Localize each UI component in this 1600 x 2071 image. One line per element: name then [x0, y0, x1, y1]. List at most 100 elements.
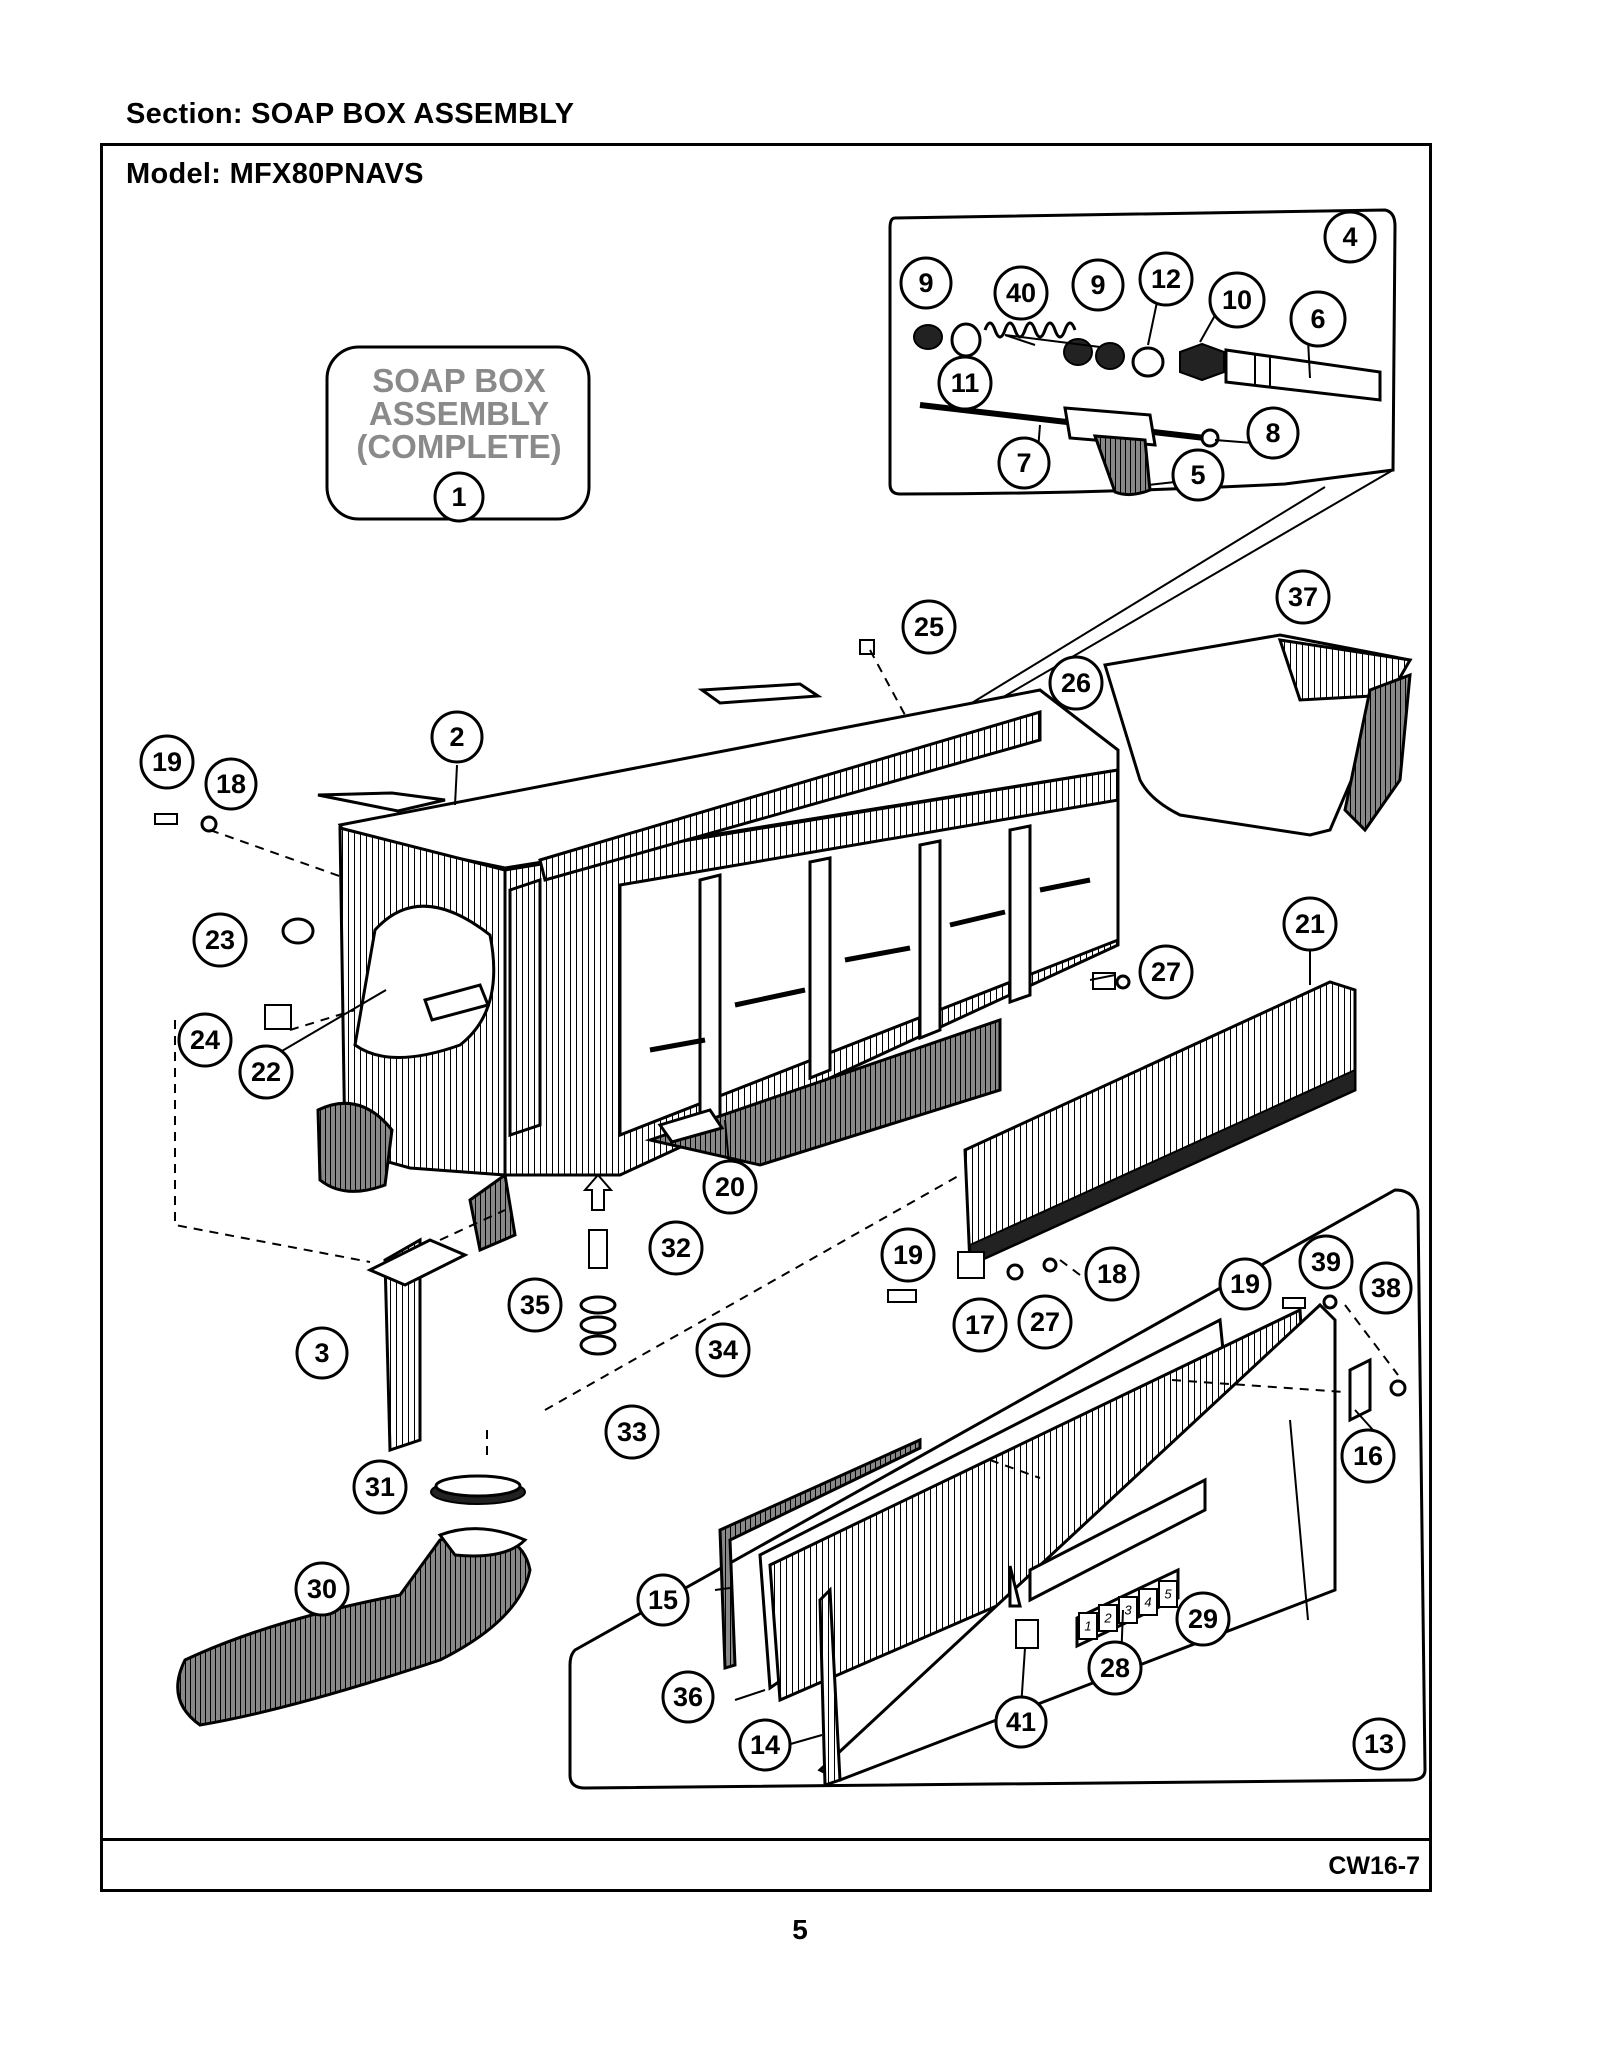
callout-38: 38 [1359, 1261, 1413, 1315]
callout-38-label: 38 [1371, 1273, 1401, 1303]
callout-29-label: 29 [1188, 1604, 1218, 1634]
callout-11: 11 [937, 355, 993, 411]
callout-20-label: 20 [715, 1172, 745, 1202]
callout-9b-label: 9 [1090, 270, 1105, 300]
callout-15: 15 [636, 1573, 690, 1627]
callout-16: 16 [1340, 1428, 1396, 1484]
callout-27a-label: 27 [1151, 957, 1181, 987]
callout-9a-label: 9 [918, 268, 933, 298]
complete-label-line-1: SOAP BOX [372, 362, 546, 399]
page-number: 5 [792, 1914, 808, 1945]
keypad-key-1: 1 [1084, 1619, 1091, 1634]
soap-box-housing [317, 682, 1120, 1177]
callout-18a-label: 18 [216, 769, 246, 799]
callout-34-label: 34 [708, 1335, 738, 1365]
callout-10: 10 [1208, 271, 1266, 329]
callout-35: 35 [507, 1277, 563, 1333]
front-trim-panel [963, 980, 1357, 1268]
callout-4-label: 4 [1342, 222, 1357, 252]
callout-8-label: 8 [1265, 418, 1280, 448]
keypad-key-4: 4 [1144, 1595, 1151, 1610]
callout-35-label: 35 [520, 1290, 550, 1320]
callout-39: 39 [1298, 1234, 1354, 1290]
callout-19b-label: 19 [893, 1240, 923, 1270]
figure-code: CW16-7 [1328, 1852, 1420, 1880]
soap-dispenser-cup [1103, 633, 1413, 837]
callout-24-label: 24 [190, 1025, 220, 1055]
section-title: Section: SOAP BOX ASSEMBLY [126, 98, 575, 130]
callout-9a: 9 [899, 256, 953, 310]
callout-39-label: 39 [1311, 1247, 1341, 1277]
callout-7: 7 [997, 436, 1051, 490]
callout-21-label: 21 [1295, 909, 1325, 939]
callout-2-label: 2 [449, 722, 464, 752]
callout-1: 1 [433, 471, 485, 523]
complete-label-line-3: (COMPLETE) [356, 428, 561, 465]
drain-hose-parts [176, 1101, 532, 1727]
callout-33: 33 [604, 1404, 660, 1460]
callout-6-label: 6 [1310, 304, 1325, 334]
callout-18b: 18 [1084, 1246, 1140, 1302]
callout-33-label: 33 [617, 1417, 647, 1447]
callout-19c-label: 19 [1230, 1269, 1260, 1299]
callout-26-label: 26 [1061, 668, 1091, 698]
callout-5: 5 [1171, 448, 1225, 502]
callout-28-label: 28 [1100, 1653, 1130, 1683]
callout-23-label: 23 [205, 925, 235, 955]
callout-27b: 27 [1017, 1294, 1073, 1350]
callout-20: 20 [702, 1159, 758, 1215]
callout-36-label: 36 [673, 1682, 703, 1712]
callout-40: 40 [993, 265, 1049, 321]
callout-7-label: 7 [1016, 448, 1031, 478]
callout-15-label: 15 [648, 1585, 678, 1615]
callout-21: 21 [1282, 896, 1338, 952]
callout-10-label: 10 [1222, 285, 1252, 315]
callout-32-label: 32 [661, 1233, 691, 1263]
callout-13-label: 13 [1364, 1729, 1394, 1759]
callout-18a: 18 [204, 757, 258, 811]
callout-17: 17 [952, 1297, 1008, 1353]
callout-32: 32 [648, 1220, 704, 1276]
callout-11-label: 11 [951, 368, 980, 398]
callout-6: 6 [1289, 290, 1347, 348]
callout-27a: 27 [1138, 944, 1194, 1000]
callout-16-label: 16 [1353, 1441, 1383, 1471]
callout-22: 22 [238, 1044, 294, 1100]
callout-24: 24 [177, 1012, 233, 1068]
callout-19a-label: 19 [152, 747, 182, 777]
keypad-key-3: 3 [1124, 1603, 1132, 1618]
callout-17-label: 17 [965, 1310, 995, 1340]
callout-37-label: 37 [1288, 582, 1318, 612]
callout-36: 36 [661, 1670, 715, 1724]
callout-14: 14 [738, 1718, 792, 1772]
callout-5-label: 5 [1190, 460, 1205, 490]
callout-31: 31 [352, 1459, 408, 1515]
callout-4: 4 [1323, 210, 1377, 264]
valve-assembly-inset [804, 208, 1397, 806]
complete-label-line-2: ASSEMBLY [369, 395, 549, 432]
callout-40-label: 40 [1006, 278, 1036, 308]
callout-19c: 19 [1218, 1257, 1272, 1311]
callout-12-label: 12 [1151, 264, 1181, 294]
callout-29: 29 [1175, 1591, 1231, 1647]
callout-23: 23 [192, 912, 248, 968]
callout-18b-label: 18 [1097, 1259, 1127, 1289]
footer-divider [100, 1838, 1432, 1841]
diagram-frame [100, 143, 1432, 1892]
control-panel-group: 1 2 3 4 5 [568, 1188, 1427, 1790]
callout-30-label: 30 [307, 1574, 337, 1604]
callout-41-label: 41 [1006, 1707, 1036, 1737]
callout-34: 34 [695, 1322, 751, 1378]
callout-27b-label: 27 [1030, 1307, 1060, 1337]
callout-19a: 19 [139, 734, 195, 790]
callout-3-label: 3 [314, 1338, 329, 1368]
assembly-guide-lines [174, 649, 1399, 1479]
callout-13: 13 [1352, 1717, 1406, 1771]
callout-14-label: 14 [750, 1730, 780, 1760]
callout-37: 37 [1275, 569, 1331, 625]
callout-19b: 19 [880, 1227, 936, 1283]
callout-26: 26 [1048, 655, 1104, 711]
fasteners [154, 639, 1407, 1397]
callout-9b: 9 [1071, 258, 1125, 312]
